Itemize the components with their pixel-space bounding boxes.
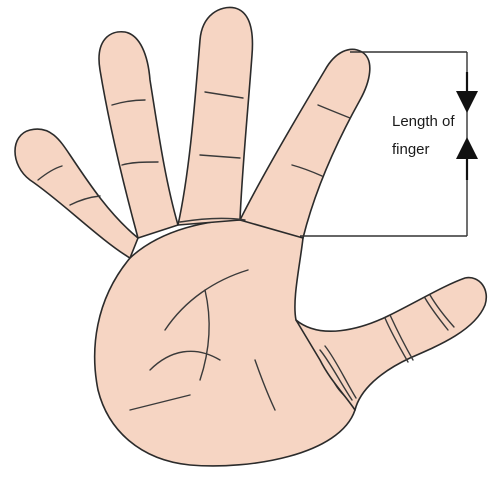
middle-finger [178,7,252,225]
index-finger [240,49,370,238]
annotation-line-2: finger [392,141,430,158]
ring-finger [99,32,178,238]
annotation-line-1: Length of [392,113,455,130]
hand [15,7,486,465]
